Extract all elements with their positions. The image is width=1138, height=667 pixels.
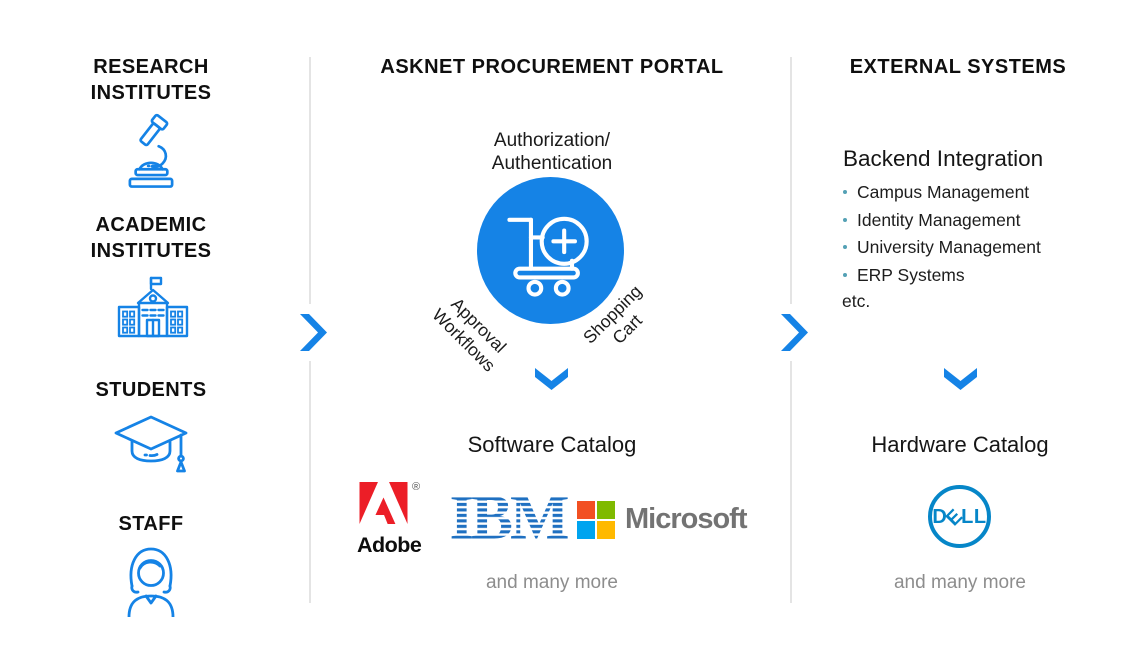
column-divider-left-top: [309, 57, 311, 304]
dell-wordmark: D E L L: [932, 505, 987, 530]
portal-title: ASKNET PROCUREMENT PORTAL: [380, 56, 724, 78]
portal-circle: [477, 177, 624, 324]
microsoft-square-yellow: [597, 521, 615, 539]
label-academic-institutes: ACADEMIC INSTITUTES: [90, 214, 212, 262]
label-staff: STAFF: [118, 513, 184, 535]
chevron-down-icon: [944, 368, 977, 395]
adobe-logo: [359, 482, 408, 529]
adobe-wordmark: Adobe: [357, 533, 422, 557]
column-divider-right-bottom: [790, 361, 792, 603]
microsoft-square-blue: [577, 521, 595, 539]
etc-label: etc.: [842, 291, 871, 311]
external-systems-title: EXTERNAL SYSTEMS: [849, 56, 1067, 78]
university-building-icon: [117, 274, 189, 343]
arrow-right-icon: [300, 314, 327, 356]
microsoft-wordmark: Microsoft: [625, 503, 747, 535]
label-students: STUDENTS: [95, 379, 207, 401]
column-divider-right-top: [790, 57, 792, 304]
software-catalog-title: Software Catalog: [467, 432, 637, 457]
microsoft-square-green: [597, 501, 615, 519]
microsoft-squares-icon: [577, 501, 615, 539]
dell-logo: D E L L: [928, 485, 991, 548]
ibm-wordmark: IBM: [450, 494, 569, 540]
list-item: Identity Management: [843, 211, 1041, 229]
cart-plus-icon: [503, 212, 598, 303]
arrow-right-icon: [781, 314, 808, 356]
list-item: ERP Systems: [843, 266, 1041, 284]
column-divider-left-bottom: [309, 361, 311, 603]
hardware-more-label: and many more: [893, 572, 1026, 593]
backend-integration-title: Backend Integration: [843, 146, 1044, 171]
backend-integration-list: Campus Management Identity Management Un…: [843, 183, 1041, 293]
chevron-down-icon: [535, 368, 568, 395]
microscope-icon: [127, 113, 175, 196]
label-research-institutes: RESEARCH INSTITUTES: [90, 56, 212, 104]
dell-letter: L: [973, 505, 987, 528]
hardware-catalog-title: Hardware Catalog: [871, 432, 1049, 457]
list-item: Campus Management: [843, 183, 1041, 201]
person-icon: [126, 541, 176, 622]
graduation-cap-icon: [112, 408, 190, 485]
dell-letter: D: [932, 505, 948, 528]
adobe-registered-mark: ®: [412, 481, 421, 493]
software-more-label: and many more: [485, 572, 618, 593]
list-item: University Management: [843, 238, 1041, 256]
microsoft-square-red: [577, 501, 595, 519]
dell-letter: L: [961, 505, 974, 528]
auth-label: Authorization/ Authentication: [491, 130, 613, 174]
ibm-logo: IBM: [449, 483, 572, 553]
